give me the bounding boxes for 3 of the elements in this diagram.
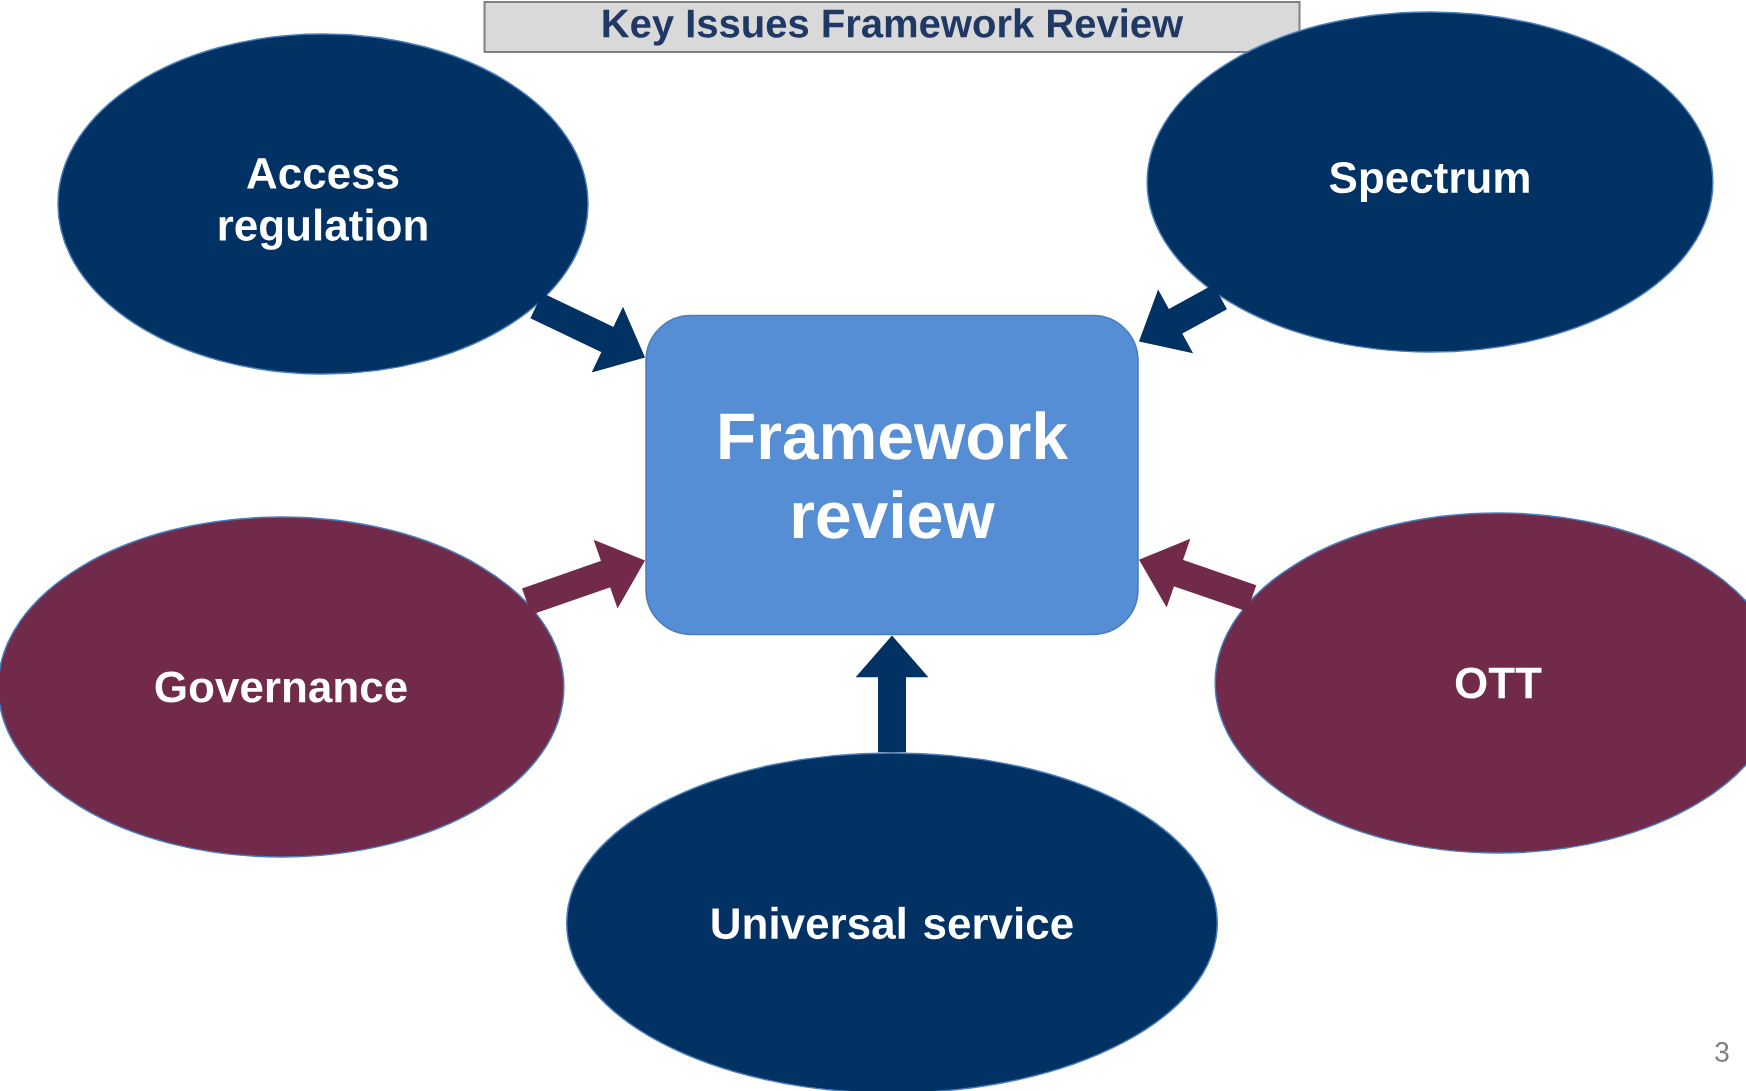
page-number: 3 — [1715, 1042, 1729, 1062]
title-box: Key Issues Framework Review — [483, 1, 1301, 53]
center-box: Framework review — [645, 314, 1139, 636]
